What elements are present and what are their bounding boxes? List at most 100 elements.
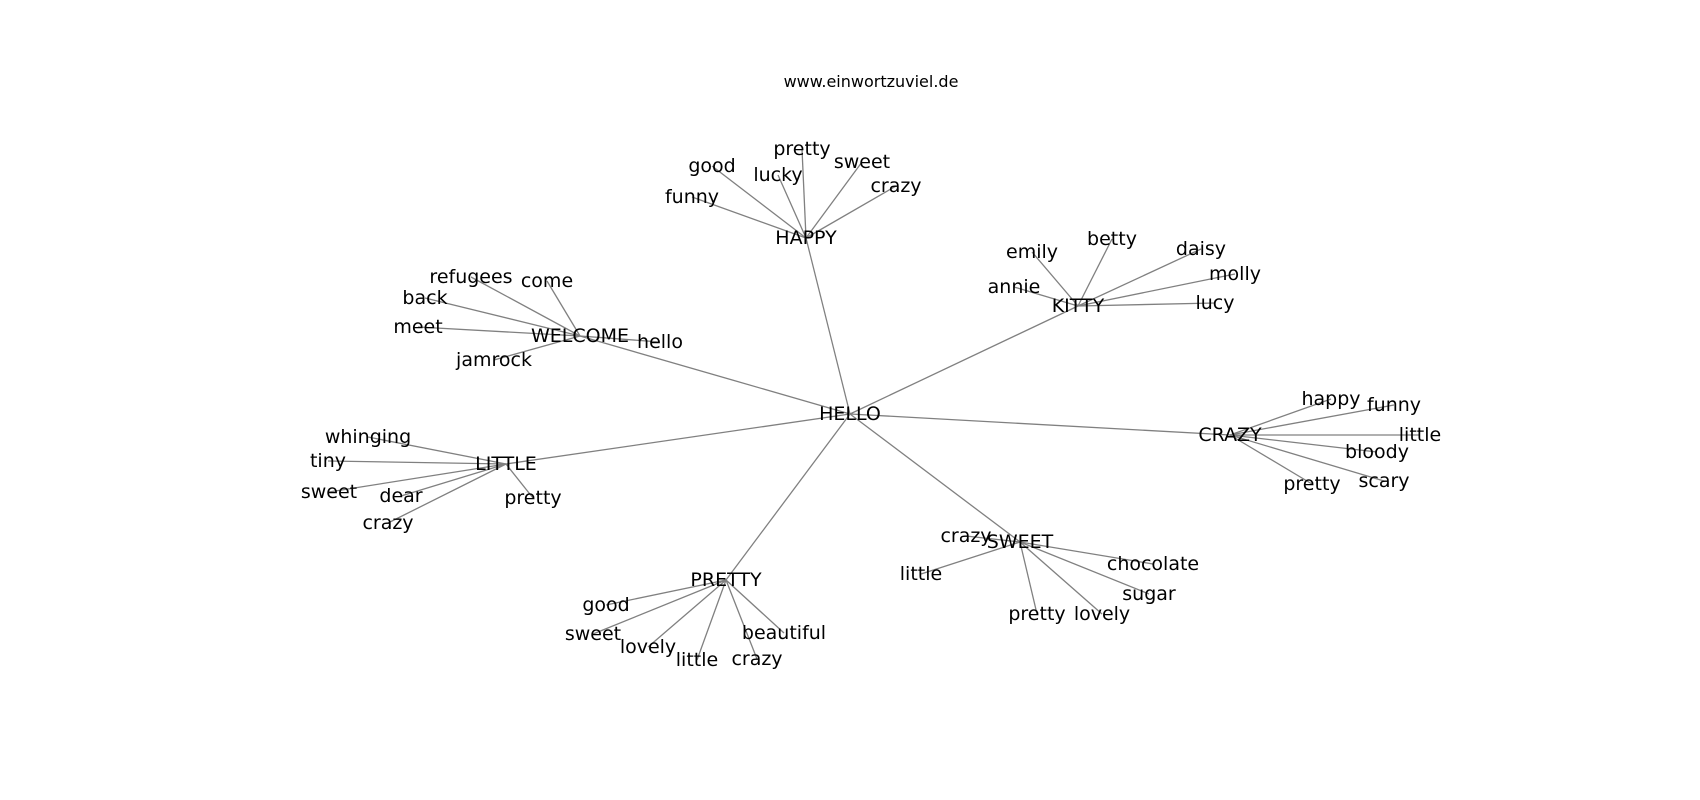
leaf-node-happy-pretty: pretty — [773, 138, 830, 160]
leaf-node-welcome-come: come — [521, 270, 573, 292]
leaf-node-happy-funny: funny — [665, 186, 719, 208]
edge-sweet-little — [920, 541, 1021, 575]
edge-pretty-beautiful — [725, 579, 785, 634]
hub-node-sweet: SWEET — [987, 531, 1054, 553]
leaf-node-happy-lucky: lucky — [753, 164, 802, 186]
leaf-node-crazy-pretty: pretty — [1283, 473, 1340, 495]
edge-pretty-lovely — [647, 579, 727, 648]
edge-little-tiny — [327, 460, 507, 465]
leaf-node-welcome-hello: hello — [637, 331, 683, 353]
edge-pretty-crazy — [725, 579, 758, 660]
leaf-node-happy-sweet: sweet — [834, 151, 890, 173]
edge-crazy-pretty — [1229, 434, 1313, 485]
edge-crazy-happy — [1229, 398, 1332, 436]
hub-node-happy: HAPPY — [775, 227, 837, 249]
hub-node-little: LITTLE — [475, 453, 537, 475]
edge-kitty-betty — [1077, 238, 1113, 307]
page-title: www.einwortzuviel.de — [783, 72, 959, 91]
leaf-node-sweet-lovely: lovely — [1074, 603, 1130, 625]
edge-happy-sweet — [805, 161, 863, 239]
edge-little-dear — [400, 463, 507, 497]
leaf-node-sweet-little: little — [900, 563, 942, 585]
edge-happy-pretty — [801, 148, 807, 239]
edges-layer — [327, 148, 1420, 661]
leaf-node-crazy-funny: funny — [1367, 394, 1421, 416]
hub-node-kitty: KITTY — [1052, 295, 1105, 317]
edge-sweet-sugar — [1019, 541, 1150, 595]
edge-little-crazy — [387, 463, 507, 524]
leaf-node-little-sweet: sweet — [301, 481, 357, 503]
leaf-node-little-tiny: tiny — [310, 450, 346, 472]
leaf-node-little-whinging: whinging — [325, 426, 411, 448]
leaf-node-little-pretty: pretty — [504, 487, 561, 509]
leaf-node-crazy-happy: happy — [1301, 388, 1360, 410]
edge-root-welcome — [579, 335, 851, 415]
edge-welcome-come — [546, 280, 581, 337]
edge-kitty-lucy — [1077, 302, 1216, 307]
edge-crazy-funny — [1229, 404, 1395, 436]
leaf-node-kitty-daisy: daisy — [1176, 238, 1226, 260]
edge-pretty-sweet — [592, 579, 727, 635]
leaf-node-sweet-chocolate: chocolate — [1107, 553, 1199, 575]
edge-little-sweet — [328, 463, 507, 493]
edge-pretty-good — [605, 579, 727, 606]
edge-little-whinging — [367, 436, 507, 465]
hub-node-pretty: PRETTY — [690, 569, 762, 591]
leaf-node-welcome-back: back — [402, 287, 447, 309]
edge-welcome-refugees — [470, 276, 581, 337]
leaf-node-little-crazy: crazy — [362, 512, 413, 534]
edge-crazy-bloody — [1229, 434, 1378, 453]
leaf-node-crazy-bloody: bloody — [1345, 441, 1409, 463]
root-node-label: HELLO — [819, 403, 881, 425]
edge-root-pretty — [725, 413, 851, 581]
edge-welcome-back — [424, 297, 581, 337]
leaf-node-pretty-beautiful: beautiful — [742, 622, 826, 644]
leaf-node-little-dear: dear — [379, 485, 422, 507]
leaf-node-welcome-meet: meet — [393, 316, 442, 338]
leaf-node-happy-good: good — [688, 155, 735, 177]
edge-sweet-crazy — [965, 535, 1021, 543]
leaf-node-welcome-jamrock: jamrock — [455, 349, 532, 371]
leaf-node-welcome-refugees: refugees — [429, 266, 512, 288]
edge-root-kitty — [849, 305, 1079, 415]
leaf-node-crazy-scary: scary — [1358, 470, 1409, 492]
edge-happy-crazy — [805, 185, 897, 239]
edge-root-happy — [805, 237, 851, 415]
edge-sweet-chocolate — [1019, 541, 1154, 565]
edge-welcome-meet — [417, 326, 581, 337]
edge-kitty-annie — [1013, 286, 1079, 307]
edge-welcome-jamrock — [493, 335, 581, 361]
leaf-node-pretty-little: little — [676, 649, 718, 671]
edge-pretty-little — [696, 579, 727, 661]
leaf-node-sweet-sugar: sugar — [1122, 583, 1176, 605]
edge-kitty-emily — [1031, 251, 1079, 307]
edge-happy-lucky — [777, 174, 807, 239]
leaf-node-kitty-molly: molly — [1209, 263, 1261, 285]
leaf-node-kitty-betty: betty — [1087, 228, 1137, 250]
hub-node-welcome: WELCOME — [531, 325, 629, 347]
leaf-node-pretty-crazy: crazy — [731, 648, 782, 670]
edge-root-crazy — [849, 413, 1231, 436]
leaf-node-crazy-little: little — [1399, 424, 1441, 446]
edge-root-little — [505, 413, 851, 465]
edge-crazy-scary — [1229, 434, 1385, 482]
leaf-node-pretty-lovely: lovely — [620, 636, 676, 658]
edge-kitty-molly — [1077, 273, 1236, 307]
leaf-node-pretty-sweet: sweet — [565, 623, 621, 645]
leaf-node-kitty-lucy: lucy — [1195, 292, 1234, 314]
edge-little-pretty — [505, 463, 534, 499]
edge-sweet-lovely — [1019, 541, 1103, 615]
leaf-node-kitty-annie: annie — [988, 276, 1041, 298]
leaf-node-pretty-good: good — [582, 594, 629, 616]
hub-node-crazy: CRAZY — [1198, 424, 1262, 446]
edge-happy-good — [711, 165, 807, 239]
edge-sweet-pretty — [1019, 541, 1038, 615]
edge-happy-funny — [691, 196, 807, 239]
edge-root-sweet — [849, 413, 1021, 543]
leaf-node-kitty-emily: emily — [1006, 241, 1058, 263]
leaf-node-happy-crazy: crazy — [870, 175, 921, 197]
edge-welcome-hello — [579, 335, 661, 343]
